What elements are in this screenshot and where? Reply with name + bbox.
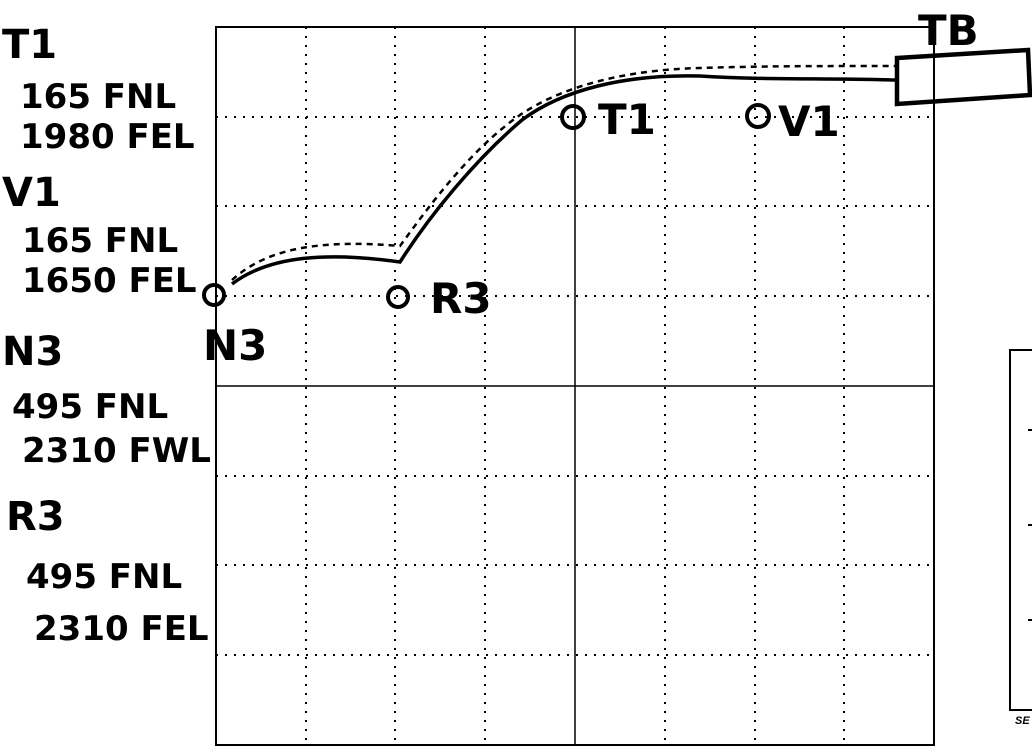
well-legend: T1 165 FNL 1980 FEL V1 165 FNL 1650 FEL …	[2, 22, 211, 649]
legend-well-name: V1	[2, 170, 61, 216]
legend-well-name: R3	[6, 494, 65, 540]
v1-map-label: V1	[778, 97, 840, 146]
tank-battery: TB	[894, 6, 1032, 107]
r3-well-marker	[386, 285, 410, 309]
n3-map-label: N3	[203, 321, 267, 370]
v1-well-marker	[745, 103, 771, 129]
legend-well-name: N3	[2, 329, 63, 375]
n3-well-marker	[202, 283, 226, 307]
legend-footage-a: 495 FNL	[12, 387, 168, 427]
section-grid	[215, 26, 935, 746]
legend-footage-b: 2310 FEL	[34, 609, 209, 649]
t1-well-marker	[560, 104, 586, 130]
legend-footage-b: 1980 FEL	[20, 117, 195, 157]
adjacent-section-border	[1009, 349, 1032, 711]
r3-map-label: R3	[430, 274, 492, 323]
tank-battery-label: TB	[918, 6, 979, 55]
adjacent-section: SE	[1009, 349, 1032, 727]
legend-footage-b: 1650 FEL	[22, 261, 197, 301]
legend-footage-a: 495 FNL	[26, 557, 182, 597]
legend-well-name: T1	[2, 22, 57, 68]
corner-text: SE	[1015, 715, 1030, 727]
legend-footage-a: 165 FNL	[22, 221, 178, 261]
legend-footage-a: 165 FNL	[20, 77, 176, 117]
t1-map-label: T1	[598, 95, 656, 144]
proposed-route	[230, 74, 896, 286]
legend-footage-b: 2310 FWL	[22, 431, 211, 471]
tank-battery-box	[894, 47, 1032, 107]
alternate-route	[231, 64, 896, 281]
